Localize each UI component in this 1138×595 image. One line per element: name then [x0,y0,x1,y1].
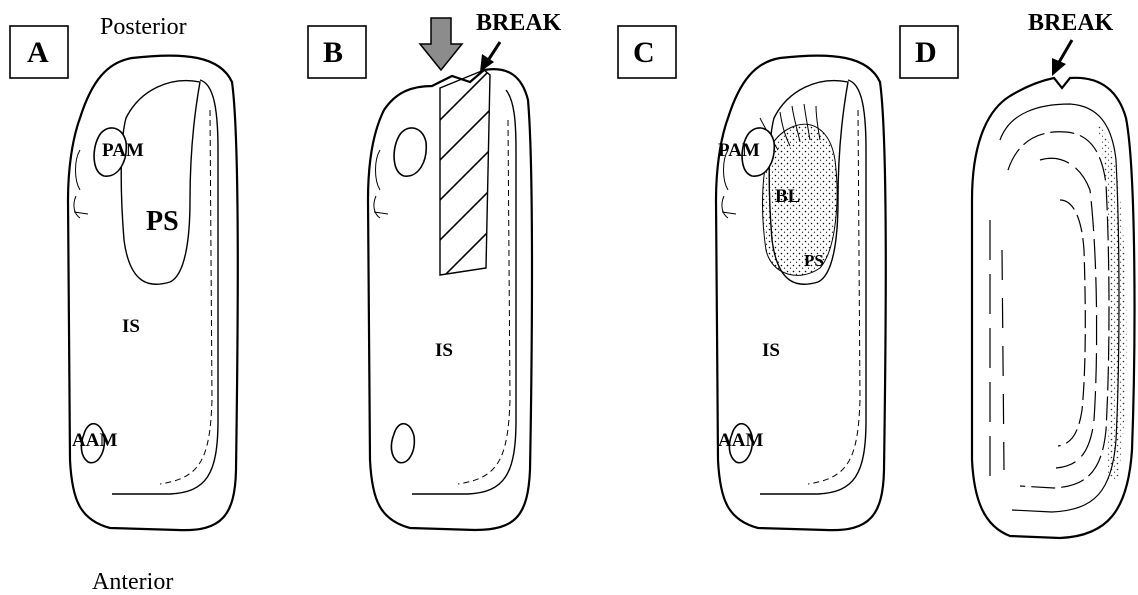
panel-b: B BREAK IS [308,10,562,530]
panel-b-shell-outline [368,69,532,530]
panel-b-break-label: BREAK [476,10,562,36]
panel-c-aam-label: AAM [718,430,763,451]
panel-d: D BREAK [900,10,1134,538]
panel-b-hatched-region-outline [440,70,490,275]
panel-b-anterior-muscle [391,424,414,463]
panel-a-ps-label: PS [146,206,179,237]
panel-a-letter: A [27,36,49,69]
posterior-label: Posterior [100,14,187,40]
panel-a-sinus [121,81,200,285]
panel-c-ps-label: PS [804,251,824,270]
panel-c-is-label: IS [762,340,780,361]
panel-c-pam-label: PAM [718,140,760,161]
panel-d-stippling [1096,120,1127,480]
panel-a-is-label: IS [122,316,140,337]
panel-d-growth-lines [990,104,1119,512]
panel-c-bl-label: BL [775,186,800,207]
panel-d-letter: D [915,36,937,69]
panel-b-force-arrow [420,18,462,70]
panel-a-aam-label: AAM [72,430,117,451]
panel-b-hatching [400,60,520,340]
panel-a-pallial-dash [160,110,212,484]
panel-a-hinge-teeth [74,150,88,218]
anterior-label: Anterior [92,569,173,595]
panel-c: C PAM BL PS IS AAM [618,26,886,530]
panel-c-letter: C [633,36,655,69]
panel-d-break-label: BREAK [1028,10,1114,36]
panel-d-break-arrow-shaft [1058,40,1072,64]
panel-b-posterior-muscle [394,128,426,176]
panel-b-is-label: IS [435,340,453,361]
panel-a-pam-label: PAM [102,140,144,161]
panel-a: A PAM PS IS AAM [10,26,238,530]
panel-b-letter: B [323,36,343,69]
panel-b-pallial-line [412,90,516,494]
panel-b-hinge-teeth [374,150,388,218]
